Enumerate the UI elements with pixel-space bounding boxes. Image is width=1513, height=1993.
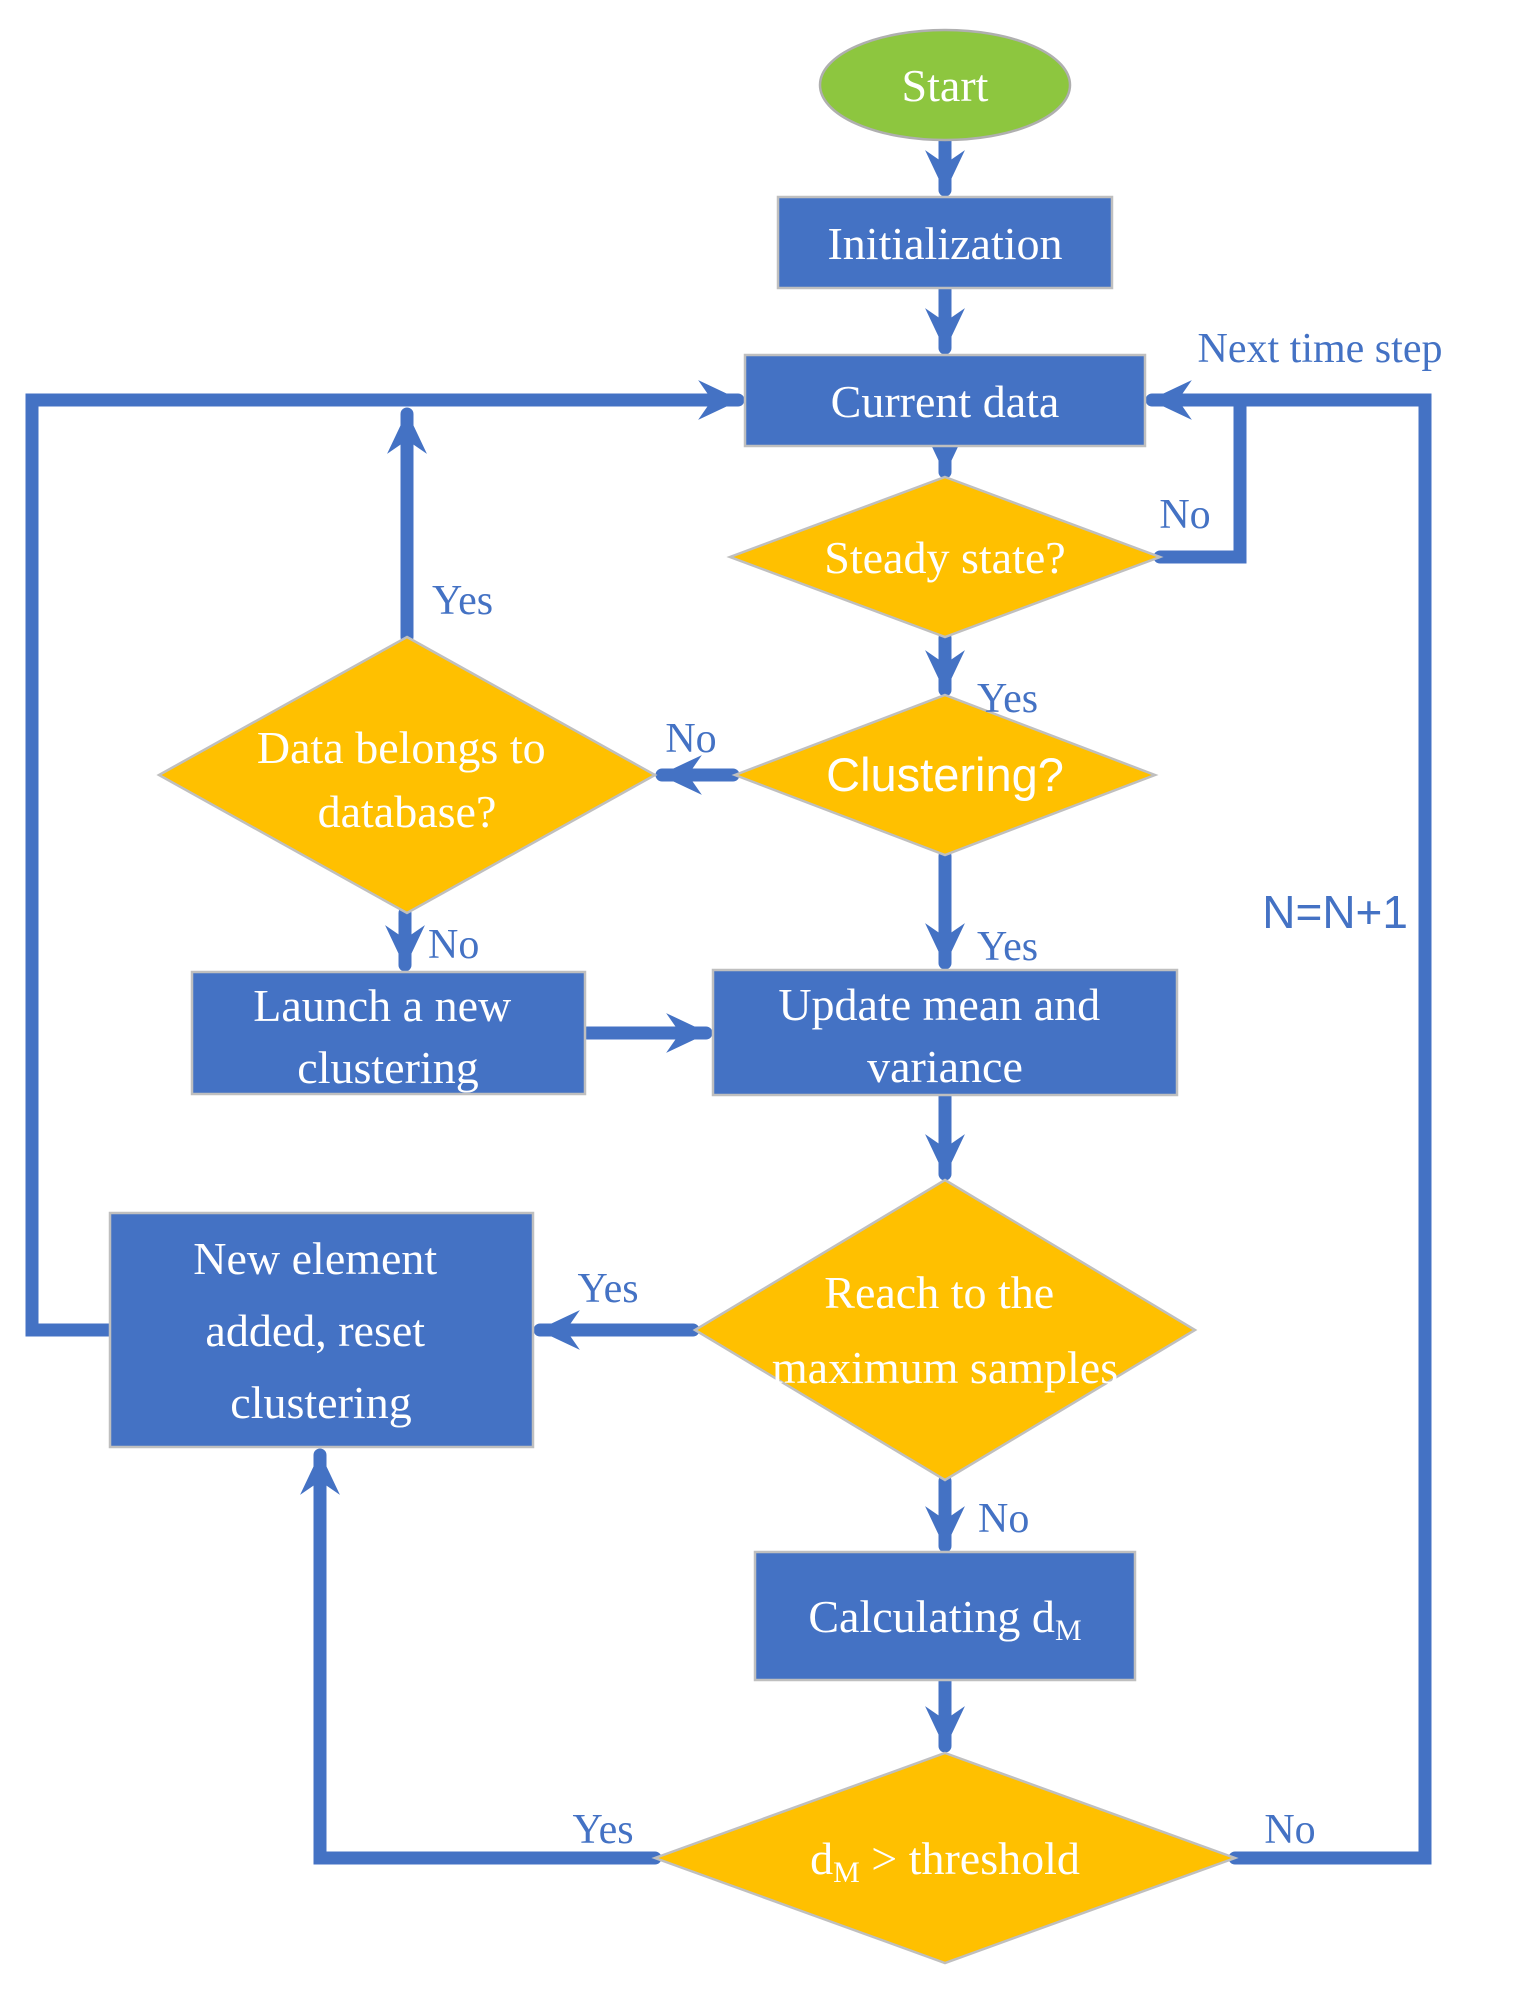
n-equals-n-plus-1-label: N=N+1 — [1262, 886, 1408, 938]
update-mean-variance-node — [711, 968, 1179, 1097]
current-data-node — [743, 353, 1147, 448]
start-node — [818, 28, 1072, 142]
initialization-label: Initialization — [827, 218, 1062, 269]
loop-new-element-to-current-data-connector — [25, 380, 745, 1337]
clustering-label: Clustering? — [826, 748, 1064, 801]
belongs-yes-label: Yes — [432, 578, 493, 624]
next-time-step-label: Next time step — [1198, 326, 1443, 372]
reach-maximum-label: Reach to the maximum samples — [772, 1267, 1118, 1393]
steady-no-label: No — [1159, 492, 1210, 538]
launch-new-clustering-node — [190, 970, 587, 1096]
data-belongs-label: Data belongs to database? — [257, 722, 557, 837]
clustering-yes-label: Yes — [977, 924, 1038, 970]
dm-threshold-label: dM > threshold — [810, 1833, 1080, 1889]
steady-state-node — [726, 475, 1164, 639]
data-belongs-node — [156, 635, 658, 915]
new-element-reset-node — [108, 1211, 535, 1449]
start-label: Start — [902, 60, 989, 111]
threshold-no-loop-connector — [1145, 380, 1432, 1865]
threshold-yes-label: Yes — [572, 1807, 633, 1853]
new-element-reset-label: New element added, reset clustering — [193, 1233, 448, 1428]
dm-threshold-node — [651, 1751, 1239, 1965]
update-mean-variance-label: Update mean and variance — [778, 979, 1111, 1092]
steady-no-connector — [1153, 395, 1247, 564]
clustering-no-label: No — [665, 716, 716, 762]
belongs-no-label: No — [428, 922, 479, 968]
steady-state-label: Steady state? — [824, 532, 1065, 583]
clustering-node — [731, 693, 1159, 857]
launch-new-clustering-label: Launch a new clustering — [253, 980, 523, 1093]
calculating-dm-node — [753, 1550, 1137, 1682]
calculating-dm-label: Calculating dM — [808, 1591, 1081, 1647]
steady-yes-label: Yes — [977, 676, 1038, 722]
threshold-no-label: No — [1264, 1807, 1315, 1853]
threshold-yes-connector — [300, 1448, 662, 1865]
reach-yes-label: Yes — [577, 1266, 638, 1312]
reach-maximum-node — [692, 1178, 1198, 1482]
initialization-node — [776, 195, 1114, 290]
reach-no-label: No — [978, 1496, 1029, 1542]
current-data-label: Current data — [831, 376, 1060, 427]
